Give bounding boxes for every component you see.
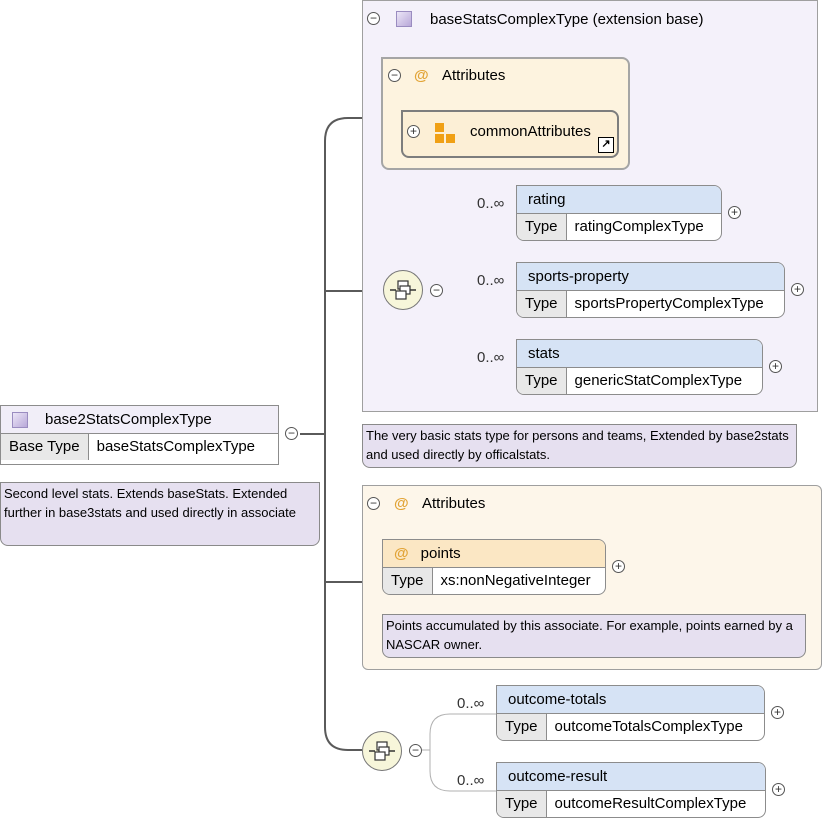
occurrence-label: 0..∞: [457, 695, 485, 712]
base-type-value: baseStatsComplexType: [96, 438, 256, 455]
complex-type-icon: [396, 11, 412, 27]
expand-button[interactable]: +: [407, 125, 420, 138]
expand-button[interactable]: +: [612, 560, 625, 573]
element-stats[interactable]: stats Type genericStatComplexType: [516, 339, 763, 395]
extension-attributes-title: Attributes: [442, 67, 506, 84]
expand-button[interactable]: +: [769, 360, 782, 373]
root-type-name: base2StatsComplexType: [45, 411, 212, 428]
type-key: Type: [497, 714, 547, 740]
element-sports-property[interactable]: sports-property Type sportsPropertyCompl…: [516, 262, 785, 318]
type-value: outcomeTotalsComplexType: [554, 718, 743, 735]
base-type-key: Base Type: [1, 434, 89, 460]
occurrence-label: 0..∞: [457, 772, 485, 789]
root-complex-type[interactable]: base2StatsComplexType Base Type baseStat…: [0, 405, 279, 465]
element-name: rating: [517, 186, 721, 214]
attribute-name: points: [420, 545, 461, 562]
collapse-button[interactable]: −: [285, 427, 298, 440]
collapse-button[interactable]: −: [430, 284, 443, 297]
type-key: Type: [517, 368, 567, 394]
attribute-icon: @: [394, 495, 409, 512]
attributes-title: Attributes: [422, 495, 486, 512]
element-rating[interactable]: rating Type ratingComplexType: [516, 185, 722, 241]
element-name: sports-property: [517, 263, 784, 291]
occurrence-label: 0..∞: [477, 272, 505, 289]
sequence-compositor-icon: [362, 731, 402, 771]
extension-title: baseStatsComplexType (extension base): [430, 11, 704, 28]
extension-documentation: The very basic stats type for persons an…: [362, 424, 797, 468]
complex-type-icon: [12, 411, 28, 428]
type-key: Type: [497, 791, 547, 817]
type-value: xs:nonNegativeInteger: [440, 572, 591, 589]
element-name: outcome-result: [497, 763, 765, 791]
type-value: outcomeResultComplexType: [554, 795, 747, 812]
expand-button[interactable]: +: [771, 706, 784, 719]
attribute-points[interactable]: @ points Type xs:nonNegativeInteger: [382, 539, 606, 595]
collapse-button[interactable]: −: [388, 69, 401, 82]
element-outcome-totals[interactable]: outcome-totals Type outcomeTotalsComplex…: [496, 685, 765, 741]
expand-button[interactable]: +: [791, 283, 804, 296]
type-key: Type: [383, 568, 433, 594]
element-name: stats: [517, 340, 762, 368]
occurrence-label: 0..∞: [477, 349, 505, 366]
attribute-icon: @: [394, 545, 409, 562]
collapse-button[interactable]: −: [409, 744, 422, 757]
type-value: genericStatComplexType: [574, 372, 743, 389]
attribute-icon: @: [414, 67, 429, 84]
root-documentation: Second level stats. Extends baseStats. E…: [0, 482, 320, 546]
attribute-group-ref[interactable]: [401, 110, 619, 158]
attribute-group-icon: [435, 123, 457, 143]
element-name: outcome-totals: [497, 686, 764, 714]
expand-button[interactable]: +: [772, 783, 785, 796]
expand-button[interactable]: +: [728, 206, 741, 219]
type-key: Type: [517, 291, 567, 317]
type-value: sportsPropertyComplexType: [574, 295, 764, 312]
points-documentation: Points accumulated by this associate. Fo…: [382, 614, 806, 658]
collapse-button[interactable]: −: [367, 12, 380, 25]
sequence-compositor-icon: [383, 270, 423, 310]
collapse-button[interactable]: −: [367, 497, 380, 510]
attribute-group-name: commonAttributes: [470, 123, 591, 140]
occurrence-label: 0..∞: [477, 195, 505, 212]
type-key: Type: [517, 214, 567, 240]
reference-arrow-icon: ↗: [598, 137, 614, 153]
element-outcome-result[interactable]: outcome-result Type outcomeResultComplex…: [496, 762, 766, 818]
type-value: ratingComplexType: [574, 218, 704, 235]
